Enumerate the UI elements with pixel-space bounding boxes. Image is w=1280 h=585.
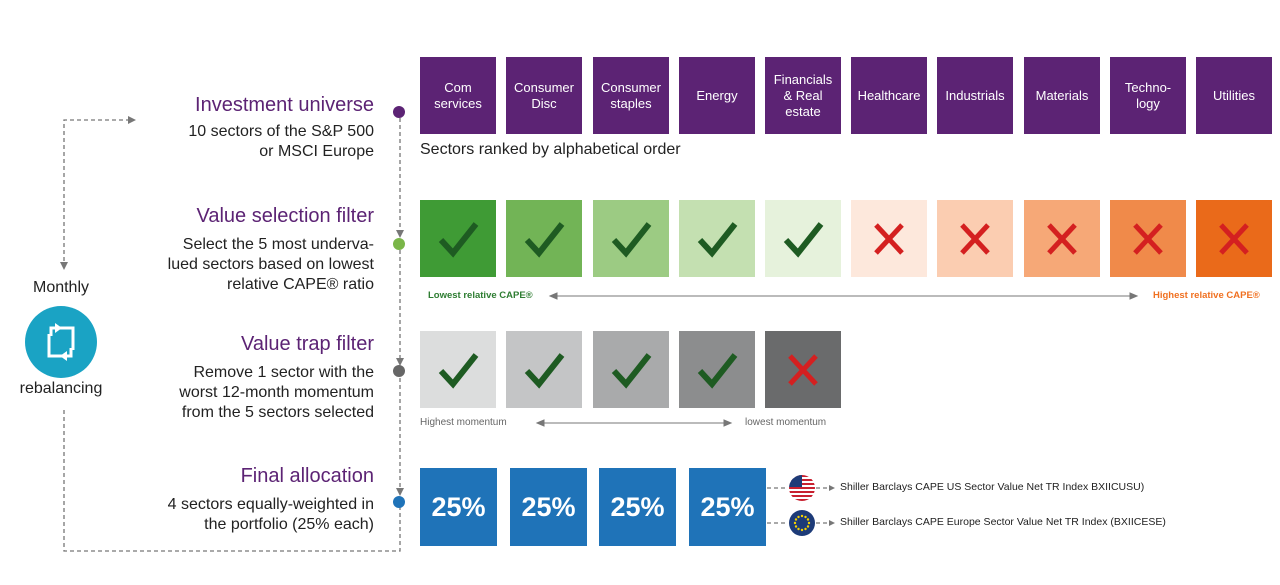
- stage-title-final-allocation: Final allocation: [240, 465, 374, 487]
- europe-index-label: Shiller Barclays CAPE Europe Sector Valu…: [840, 516, 1166, 528]
- loop-top-connector: [63, 119, 128, 268]
- stage-desc-value-filter: Select the 5 most underva-lued sectors b…: [167, 236, 374, 293]
- sector-box: Energy: [679, 57, 755, 134]
- filter-cell: [765, 331, 841, 408]
- filter-cell: [851, 200, 927, 277]
- filter-cell: [679, 331, 755, 408]
- sector-box: Industrials: [937, 57, 1013, 134]
- sector-box: Financials & Real estate: [765, 57, 841, 134]
- cross-icon: [1216, 221, 1252, 257]
- allocation-box: 25%: [510, 468, 587, 546]
- cross-icon: [871, 221, 907, 257]
- filter-cell: [506, 331, 582, 408]
- stage-dot-final-allocation: [393, 496, 405, 508]
- filter-cell: [765, 200, 841, 277]
- lowest-cape-label: Lowest relative CAPE®: [428, 290, 533, 301]
- highest-momentum-label: Highest momentum: [420, 417, 507, 428]
- rebalance-top-label: Monthly: [32, 279, 90, 296]
- check-icon: [437, 220, 479, 258]
- filter-cell: [420, 200, 496, 277]
- check-icon: [437, 351, 479, 389]
- sector-box: Consumer Disc: [506, 57, 582, 134]
- filter-cell: [420, 331, 496, 408]
- check-icon: [782, 220, 824, 258]
- stage-dot-value-filter: [393, 238, 405, 250]
- sector-box: Techno- logy: [1110, 57, 1186, 134]
- us-index-label: Shiller Barclays CAPE US Sector Value Ne…: [840, 481, 1145, 493]
- filter-cell: [506, 200, 582, 277]
- allocation-box: 25%: [689, 468, 766, 546]
- stage-title-value-filter: Value selection filter: [196, 205, 375, 227]
- sector-box: Healthcare: [851, 57, 927, 134]
- check-icon: [696, 220, 738, 258]
- filter-cell: [679, 200, 755, 277]
- filter-cell: [593, 331, 669, 408]
- cross-icon: [1130, 221, 1166, 257]
- cross-icon: [957, 221, 993, 257]
- stage-dot-universe: [393, 106, 405, 118]
- check-icon: [523, 351, 565, 389]
- check-icon: [610, 220, 652, 258]
- refresh-cycle-icon: [25, 306, 97, 378]
- loop-bottom-connector: [63, 410, 401, 552]
- sectors-note: Sectors ranked by alphabetical order: [420, 141, 681, 158]
- check-icon: [610, 351, 652, 389]
- lowest-momentum-label: lowest momentum: [745, 417, 827, 428]
- us-flag-icon: [789, 475, 815, 501]
- sector-box: Utilities: [1196, 57, 1272, 134]
- filter-cell: [1196, 200, 1272, 277]
- filter-cell: [1024, 200, 1100, 277]
- check-icon: [523, 220, 565, 258]
- check-icon: [696, 351, 738, 389]
- filter-cell: [1110, 200, 1186, 277]
- rebalance-bottom-label: rebalancing: [19, 380, 103, 397]
- stage-dot-trap-filter: [393, 365, 405, 377]
- sector-box: Materials: [1024, 57, 1100, 134]
- sector-box: Com services: [420, 57, 496, 134]
- allocation-box: 25%: [599, 468, 676, 546]
- cross-icon: [1044, 221, 1080, 257]
- filter-cell: [937, 200, 1013, 277]
- sector-box: Consumer staples: [593, 57, 669, 134]
- stage-title-trap-filter: Value trap filter: [240, 333, 374, 355]
- cross-icon: [785, 352, 821, 388]
- filter-cell: [593, 200, 669, 277]
- eu-flag-icon: [789, 510, 815, 536]
- highest-cape-label: Highest relative CAPE®: [1153, 290, 1260, 301]
- stage-title-universe: Investment universe: [195, 94, 374, 116]
- allocation-box: 25%: [420, 468, 497, 546]
